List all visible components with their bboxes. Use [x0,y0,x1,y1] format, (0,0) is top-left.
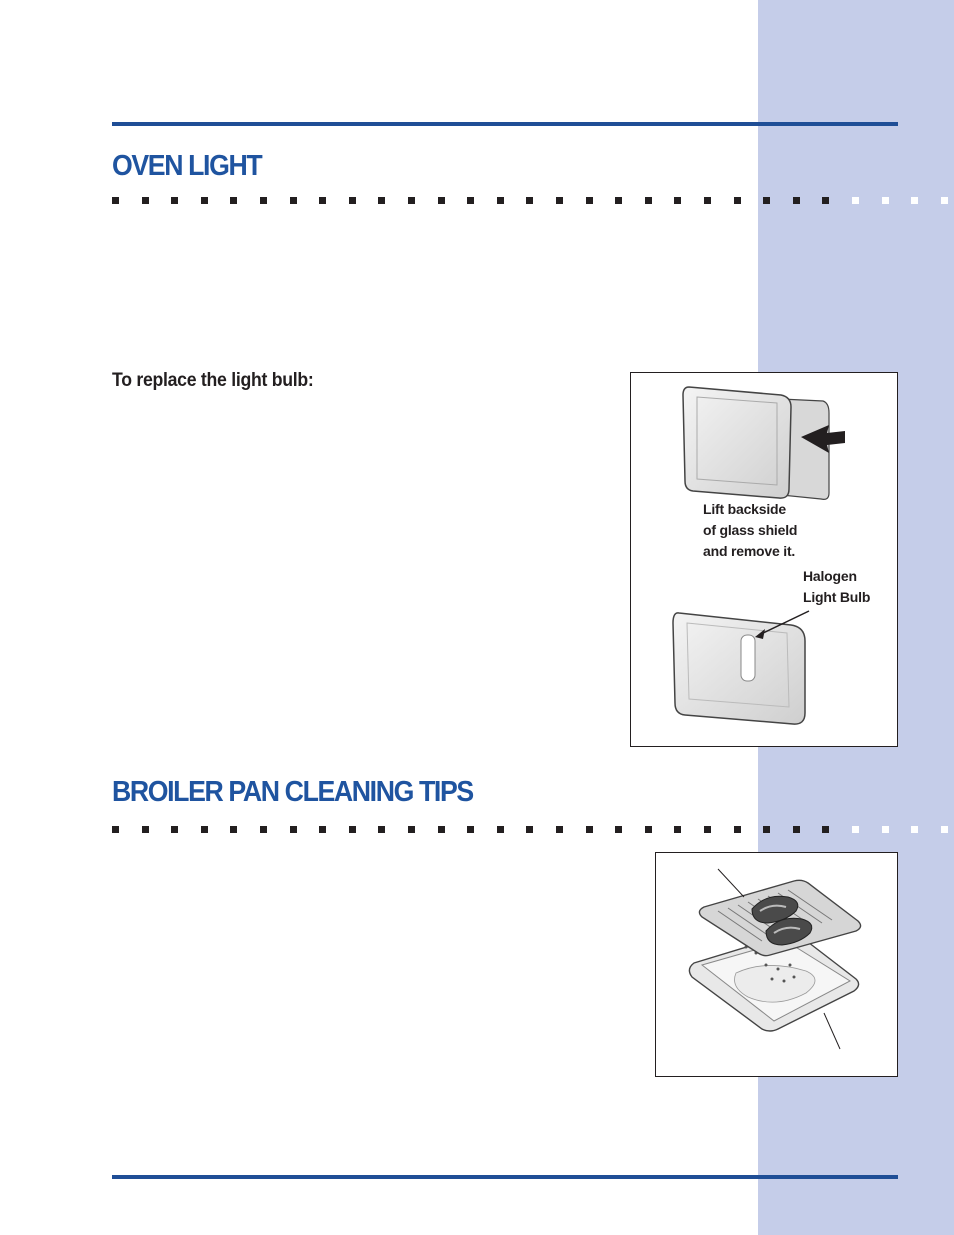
divider-dot [112,197,119,204]
divider-dot [496,826,504,833]
divider-dot [378,826,386,833]
divider-dot [526,197,534,204]
divider-dot [704,826,711,833]
divider-dot [467,197,475,204]
divider-dot [940,826,948,833]
divider-dot [644,197,652,204]
oven-light-figure: Lift backside of glass shield and remove… [630,372,898,747]
divider-dot [319,826,327,833]
divider-dot [852,826,859,833]
divider-dot [230,826,238,833]
divider-dot [526,826,534,833]
divider-dot [585,197,593,204]
divider-dot [822,197,830,204]
divider-dot [733,826,741,833]
divider-dot [348,826,356,833]
divider-dot [200,197,208,204]
broiler-pan-illustration [688,868,862,1050]
divider-dot [644,826,652,833]
divider-dot [319,197,327,204]
divider-dot [141,826,149,833]
bottom-rule [112,1175,898,1179]
divider-dot [496,197,504,204]
divider-dot [260,197,267,204]
divider-dot [674,197,682,204]
dotted-divider [112,197,948,205]
shield-label: Lift backside of glass shield and remove… [703,501,798,559]
divider-dot [556,197,563,204]
divider-dot [171,197,179,204]
divider-dot [615,197,623,204]
divider-dot [763,197,771,204]
broiler-pan-title: BROILER PAN CLEANING TIPS [112,776,474,808]
divider-dot [289,826,297,833]
divider-dot [615,826,623,833]
divider-dot [792,197,800,204]
divider-dot [171,826,179,833]
divider-dot [852,197,859,204]
divider-dot [822,826,830,833]
divider-dot [378,197,386,204]
divider-dot [792,826,800,833]
divider-dot [585,826,593,833]
divider-dot [763,826,771,833]
divider-dot [141,197,149,204]
oven-light-title: OVEN LIGHT [112,150,263,182]
divider-dot [911,197,919,204]
divider-dot [733,197,741,204]
divider-dot [230,197,238,204]
divider-dot [348,197,356,204]
divider-dot [437,826,445,833]
replace-bulb-heading: To replace the light bulb: [112,370,314,391]
divider-dot [408,197,415,204]
divider-dot [704,197,711,204]
divider-dot [467,826,475,833]
divider-dot [881,197,889,204]
top-rule [112,122,898,126]
bulb-label: Halogen Light Bulb [803,568,871,605]
divider-dot [289,197,297,204]
divider-dot [881,826,889,833]
glass-shield-illustration [672,386,845,725]
divider-dot [674,826,682,833]
divider-dot [940,197,948,204]
divider-dot [408,826,415,833]
divider-dot [556,826,563,833]
divider-dot [112,826,119,833]
divider-dot [260,826,267,833]
dotted-divider [112,826,948,834]
divider-dot [437,197,445,204]
divider-dot [200,826,208,833]
broiler-pan-figure [655,852,898,1077]
divider-dot [911,826,919,833]
